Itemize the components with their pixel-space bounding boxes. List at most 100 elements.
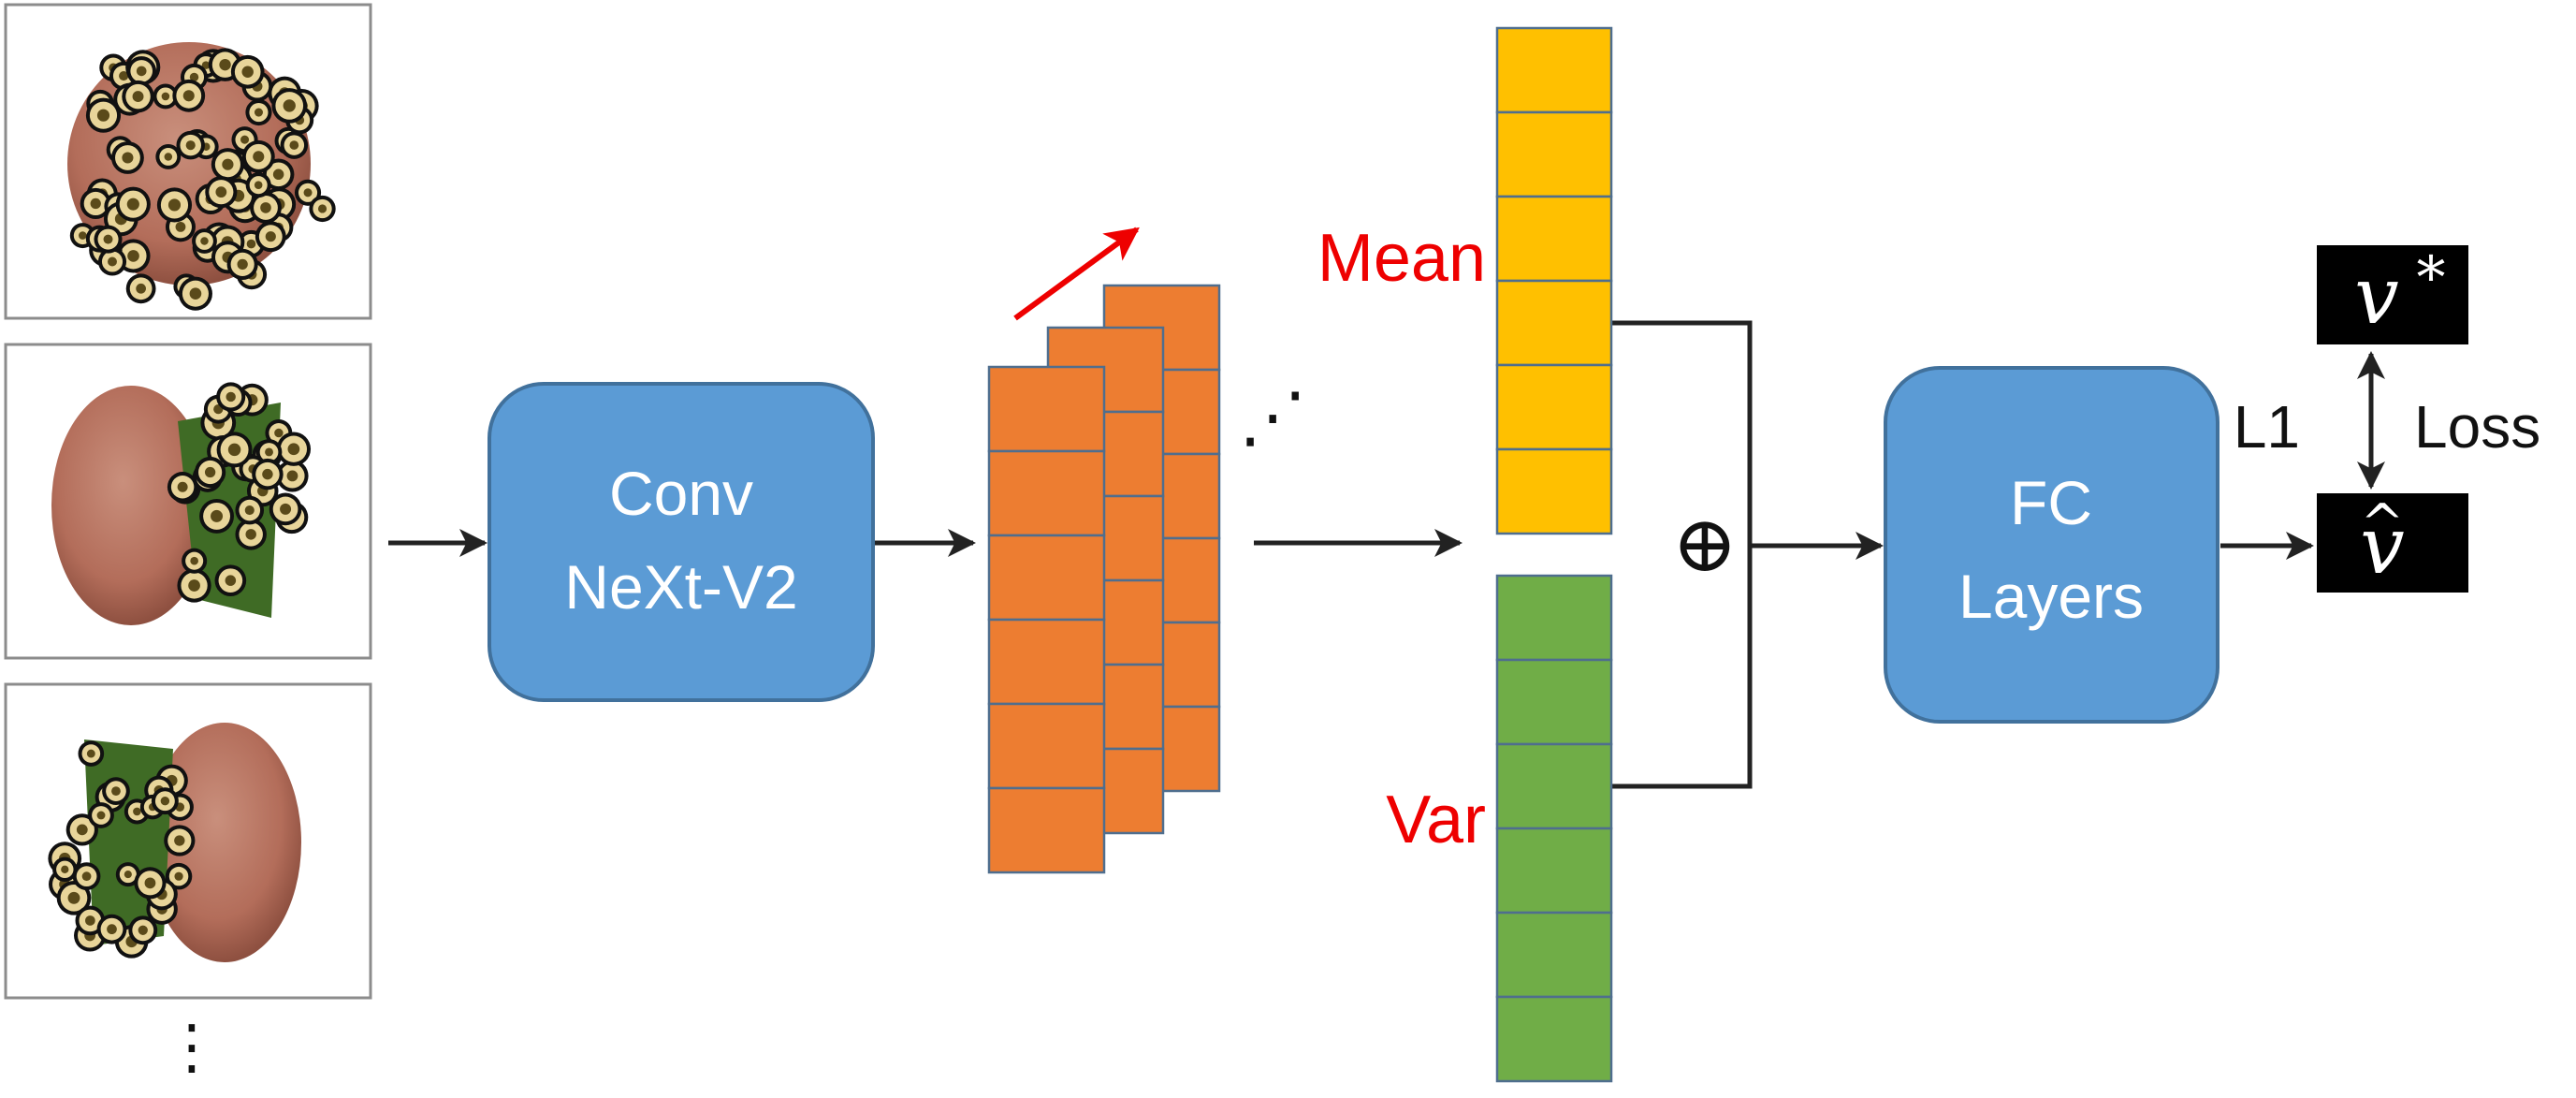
flower-cluster <box>167 382 312 603</box>
flower-center <box>175 221 186 232</box>
concat-symbol: ⊕ <box>1672 498 1738 590</box>
flower-center <box>190 556 198 565</box>
flower-center <box>136 66 147 77</box>
target-box <box>2317 245 2468 344</box>
flower-center <box>174 871 183 881</box>
backbone-label-line2: NeXt-V2 <box>564 552 797 622</box>
input-view-top <box>4 3 372 320</box>
flower-center <box>174 835 185 846</box>
flower-center <box>262 468 273 480</box>
feature-map-cell <box>987 618 1106 706</box>
connector-mean-var-merge <box>1611 320 1753 789</box>
flower-center <box>200 237 209 245</box>
vector-cell <box>1495 26 1613 114</box>
flower-center <box>245 529 256 540</box>
flower-center <box>289 140 299 150</box>
flower-center <box>237 258 248 271</box>
flower-center <box>144 877 156 889</box>
prediction-box <box>2317 493 2468 593</box>
flower-cluster <box>69 48 336 311</box>
target-symbol: v <box>2354 250 2398 342</box>
vector-cell <box>1495 447 1613 535</box>
vector-cell <box>1495 742 1613 830</box>
vector-cell <box>1495 363 1613 451</box>
flower-center <box>79 231 87 240</box>
flower-center <box>103 234 113 244</box>
flower-center <box>188 579 200 592</box>
flower-center <box>286 470 298 482</box>
vector-cell <box>1495 195 1613 283</box>
flower-center <box>124 871 132 879</box>
feature-map-cell <box>987 449 1106 537</box>
loss-left-label: L1 <box>2234 393 2300 461</box>
flower-center <box>201 61 211 69</box>
flower-center <box>111 786 121 796</box>
prediction-accent: ^ <box>2361 493 2405 554</box>
flower-center <box>85 915 95 926</box>
target-value-box: v * <box>2317 243 2468 344</box>
flower-center <box>138 925 148 935</box>
flow-arrows <box>388 320 2385 789</box>
flower-center <box>204 466 216 478</box>
vector-cell <box>1495 658 1613 746</box>
var-vector <box>1495 574 1613 1083</box>
flower-center <box>81 871 92 882</box>
flower-center <box>132 91 144 103</box>
flower-center <box>254 108 263 117</box>
flower-center <box>160 796 170 806</box>
feature-map-cell <box>987 534 1106 622</box>
flower-center <box>226 391 236 403</box>
flower-center <box>244 505 255 516</box>
vector-cell <box>1495 827 1613 915</box>
flower-center <box>274 428 284 438</box>
flower-center <box>240 135 250 144</box>
feature-map-stack <box>987 284 1221 874</box>
flower-center <box>122 152 134 164</box>
var-label: Var <box>1386 783 1486 857</box>
flower-cluster <box>48 740 196 959</box>
flower-pot-shape <box>51 386 211 625</box>
flower-center <box>215 186 227 198</box>
backbone-box <box>488 382 875 702</box>
vector-cell <box>1495 574 1613 662</box>
prediction-symbol: v <box>2360 500 2404 592</box>
flower-center <box>126 198 139 211</box>
input-continuation-dots: ⋮ <box>162 1013 222 1080</box>
flower-center <box>227 443 241 457</box>
flower-center <box>67 891 80 904</box>
flower-center <box>260 202 271 213</box>
fc-label-line2: Layers <box>1958 562 2144 631</box>
vector-cell <box>1495 279 1613 367</box>
flower-center <box>90 198 101 210</box>
mean-label: Mean <box>1317 221 1486 296</box>
prediction-value-box: v ^ <box>2317 493 2468 593</box>
flower-center <box>182 90 195 102</box>
flower-center <box>133 807 141 816</box>
flower-center <box>107 924 117 935</box>
flower-center <box>185 140 196 151</box>
flower-center <box>86 749 95 758</box>
flower-center <box>280 503 292 515</box>
flower-center <box>254 181 263 189</box>
flower-center <box>265 447 273 457</box>
flower-center <box>177 481 188 492</box>
flower-center <box>222 158 234 170</box>
vector-cell <box>1495 911 1613 999</box>
flower-center <box>164 153 173 161</box>
flower-center <box>287 443 300 456</box>
flower-center <box>265 231 276 242</box>
flower-center <box>161 92 170 101</box>
flower-center <box>76 824 88 836</box>
fc-block: FC Layers <box>1884 366 2219 724</box>
loss-right-label: Loss <box>2414 393 2540 461</box>
flower-center <box>283 99 296 112</box>
flower-center <box>211 509 224 522</box>
flower-center <box>167 198 182 212</box>
flower-center <box>189 72 199 82</box>
input-view-side-right <box>4 343 372 660</box>
feature-continuation-dots: ⋰ <box>1239 380 1306 455</box>
flower-center <box>61 865 69 873</box>
vector-cell <box>1495 110 1613 198</box>
target-superscript: * <box>2417 243 2446 312</box>
